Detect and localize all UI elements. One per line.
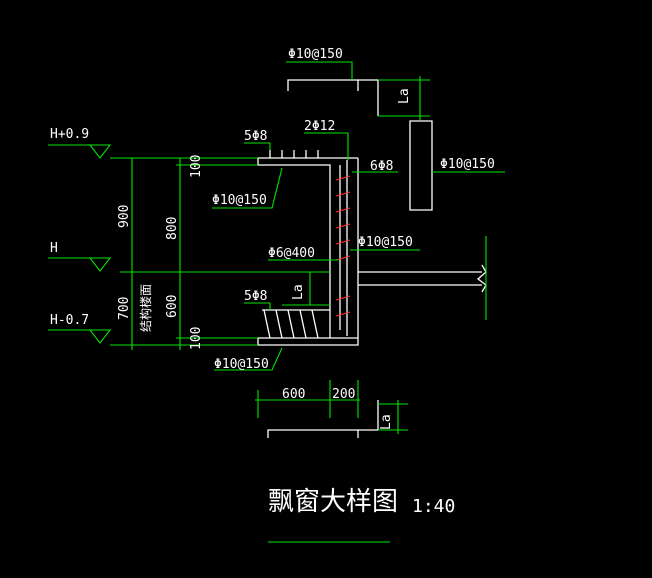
elevation-middle: H xyxy=(50,241,58,256)
dim-bottom-600: 600 xyxy=(282,387,305,402)
upper-slab-bar-label: Φ10@150 xyxy=(212,193,267,208)
dim-900: 900 xyxy=(117,205,132,228)
dim-100-top: 100 xyxy=(189,155,204,178)
dim-bottom-200: 200 xyxy=(332,387,355,402)
middle-anchorage-label: La xyxy=(291,284,306,300)
bottom-anchorage-label: La xyxy=(379,414,394,430)
dim-note: 结构楼面 xyxy=(138,284,153,332)
edge-bars-label: 2Φ12 xyxy=(304,119,335,134)
column-bars-label: 6Φ8 xyxy=(370,159,393,174)
dim-600: 600 xyxy=(165,295,180,318)
top-anchorage-label: La xyxy=(397,88,412,104)
lower-bar-ticks xyxy=(262,309,330,339)
upper-bar-ticks xyxy=(269,150,319,158)
dimension-lines xyxy=(48,61,505,543)
column-hatch xyxy=(335,175,351,317)
dim-100-bottom: 100 xyxy=(189,327,204,350)
elevation-upper: H+0.9 xyxy=(50,127,89,142)
upper-longitudinal-label: 5Φ8 xyxy=(244,129,267,144)
dim-800: 800 xyxy=(165,217,180,240)
dim-700: 700 xyxy=(117,297,132,320)
top-bar-label: Φ10@150 xyxy=(288,47,343,62)
elevation-lower: H-0.7 xyxy=(50,313,89,328)
stirrup-label: Φ6@400 xyxy=(268,246,315,261)
lower-longitudinal-label: 5Φ8 xyxy=(244,289,267,304)
drawing-scale: 1:40 xyxy=(412,496,455,517)
structure-outline xyxy=(257,79,487,438)
lower-slab-bar-label: Φ10@150 xyxy=(214,357,269,372)
wall-bar-label: Φ10@150 xyxy=(440,157,495,172)
column-horizontal-label: Φ10@150 xyxy=(358,235,413,250)
drawing-title: 飘窗大样图 xyxy=(268,487,398,517)
